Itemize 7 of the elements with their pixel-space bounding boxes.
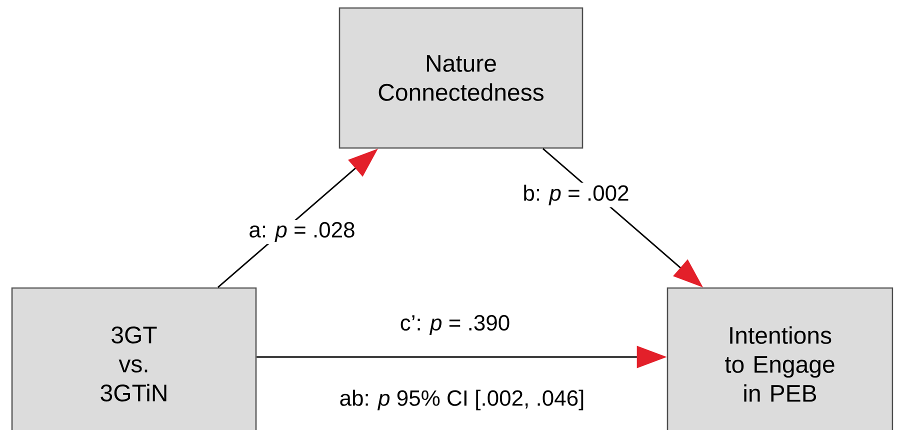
variable-box: Nature Connectedness [338,7,584,149]
variable-box: 3GT vs. 3GTiN [11,287,257,430]
edge-label: a: p = .028 [246,220,358,244]
effect-label: ab: p 95% CI [.002, .046] [337,388,587,412]
variable-box: Intentions to Engage in PEB [666,287,894,430]
edge-label: b: p = .002 [520,182,632,208]
edge-label: c’: p = .390 [398,313,512,337]
